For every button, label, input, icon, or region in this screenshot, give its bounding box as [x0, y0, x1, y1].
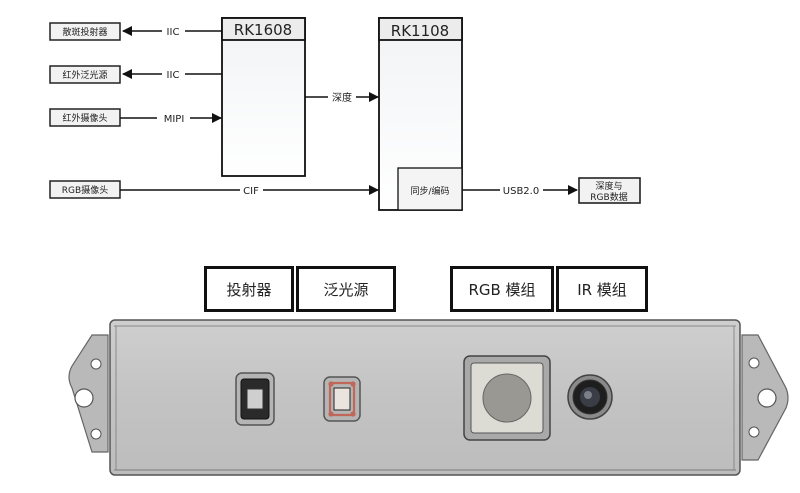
input-box-rgb-camera: RGB摄像头 — [49, 180, 121, 199]
wire-label: USB2.0 — [503, 186, 539, 197]
input-label: 散斑投射器 — [62, 26, 107, 38]
callout-projector: 投射器 — [204, 266, 294, 312]
chip-title: RK1108 — [391, 22, 449, 40]
right-mount-bracket — [741, 334, 789, 461]
ir-module-component — [567, 374, 613, 420]
callout-rgb-module: RGB 模组 — [450, 266, 554, 312]
wire-label: MIPI — [164, 114, 185, 125]
wire-depth: 深度 — [305, 91, 379, 104]
callout-label: IR 模组 — [577, 280, 627, 299]
wire-iic-2: IIC — [122, 69, 222, 81]
module-housing — [109, 319, 741, 476]
rgb-module-component — [463, 355, 551, 441]
callout-label: RGB 模组 — [468, 280, 536, 299]
callout-ir-module: IR 模组 — [556, 266, 648, 312]
chip-rk1108: RK1108 同步/编码 — [378, 17, 463, 211]
wire-cif: CIF — [120, 185, 379, 197]
output-box: 深度与 RGB数据 — [578, 177, 641, 204]
flood-light-component — [323, 376, 361, 422]
wire-iic-1: IIC — [122, 26, 222, 38]
callout-label: 投射器 — [226, 280, 272, 299]
projector-component — [235, 372, 275, 426]
sync-encode-label: 同步/编码 — [410, 185, 449, 197]
chip-title: RK1608 — [234, 21, 292, 39]
callout-label: 泛光源 — [323, 280, 369, 299]
wire-label: IIC — [167, 70, 180, 81]
left-mount-bracket — [68, 334, 109, 453]
input-box-ir-camera: 红外摄像头 — [49, 108, 121, 127]
input-box-speckle-projector: 散斑投射器 — [49, 22, 121, 41]
output-line1: 深度与 — [595, 180, 622, 192]
wire-usb: USB2.0 — [462, 185, 578, 197]
input-box-ir-flood: 红外泛光源 — [49, 65, 121, 84]
wire-mipi: MIPI — [120, 113, 222, 125]
input-label: RGB摄像头 — [62, 184, 108, 196]
wire-label: IIC — [167, 27, 180, 38]
output-line2: RGB数据 — [590, 191, 627, 203]
input-label: 红外泛光源 — [62, 69, 107, 81]
input-label: 红外摄像头 — [62, 112, 107, 124]
callout-flood-light: 泛光源 — [296, 266, 396, 312]
wire-label: 深度 — [332, 91, 352, 104]
chip-rk1608: RK1608 — [221, 17, 306, 177]
wire-label: CIF — [243, 186, 259, 197]
